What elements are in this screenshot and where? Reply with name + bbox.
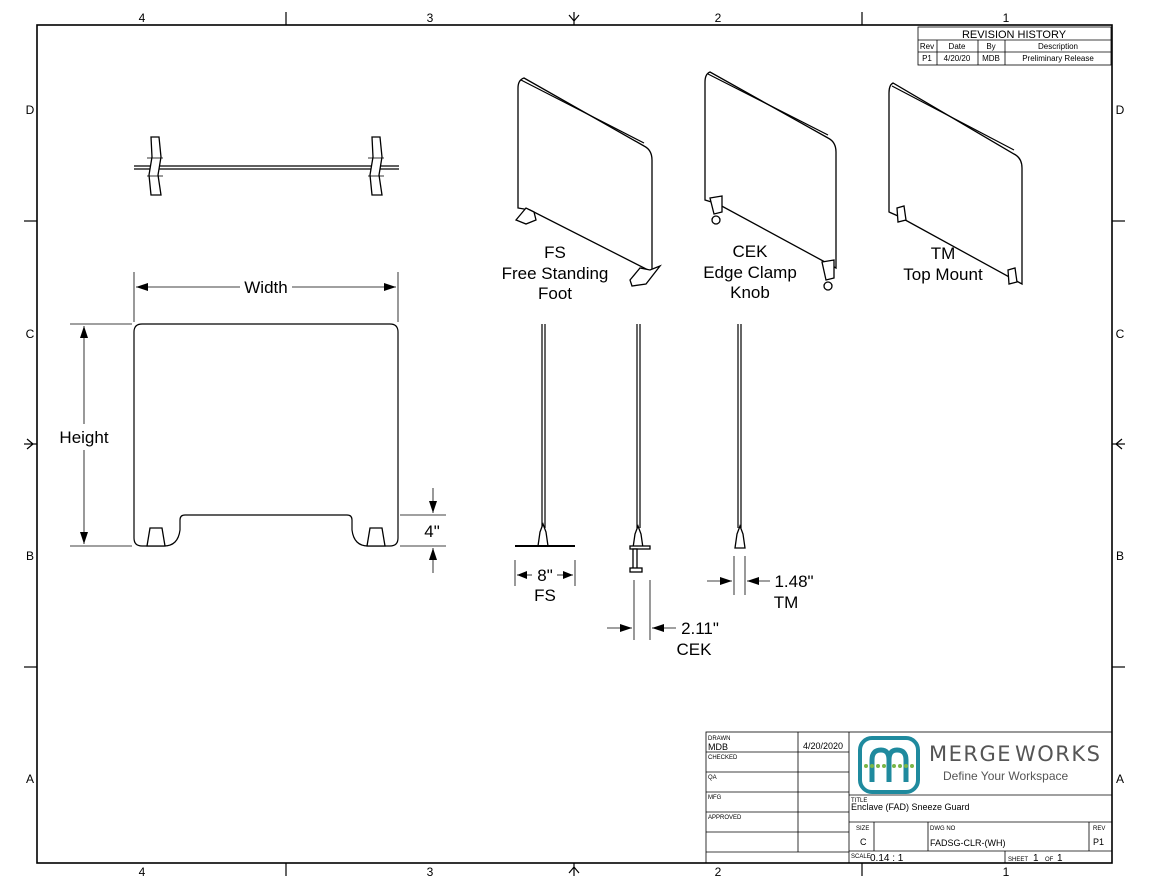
rev-cell-date: 4/20/20 [944, 54, 971, 63]
tm-dimension-value: 1.48" [774, 572, 813, 591]
zone-col-1-bottom: 1 [1003, 865, 1010, 879]
revision-history-table [917, 26, 1112, 66]
rev-header-rev: Rev [920, 42, 934, 51]
height-dimension [70, 323, 132, 547]
rev-value: P1 [1093, 837, 1104, 847]
size-label: SIZE [856, 826, 869, 832]
zone-col-1-top: 1 [1003, 11, 1010, 25]
rev-header-description: Description [1038, 42, 1078, 51]
notch-label: 4" [424, 522, 440, 541]
cek-dimension [607, 580, 676, 640]
top-view-foot-right [369, 136, 383, 196]
fs-dimension-value: 8" [537, 566, 553, 585]
mergeworks-logo-icon [858, 736, 920, 794]
dwg-no-label: DWG NO [930, 826, 956, 832]
front-view-foot-left [146, 527, 166, 547]
title-block-grid [705, 731, 1113, 864]
notch-dimension [400, 488, 446, 573]
zone-row-b-left: B [26, 549, 34, 563]
rev-cell-by: MDB [982, 54, 1000, 63]
zone-row-d-right: D [1116, 103, 1125, 117]
logo-tagline: Define Your Workspace [943, 769, 1069, 783]
logo-name-merge: MERGE [929, 742, 1012, 766]
tm-side-profile [734, 324, 746, 549]
fs-line1: Free Standing [502, 264, 609, 283]
fs-line2: Foot [538, 284, 572, 303]
drawn-date: 4/20/2020 [803, 741, 843, 751]
cek-dimension-value: 2.11" [681, 619, 719, 638]
fs-code: FS [544, 243, 566, 262]
cek-side-profile [629, 324, 651, 573]
cek-line1: Edge Clamp [703, 263, 797, 282]
zone-col-2-top: 2 [715, 11, 722, 25]
top-view [134, 136, 399, 196]
zone-col-4-top: 4 [139, 11, 146, 25]
rev-header-date: Date [949, 42, 966, 51]
cek-dimension-tag: CEK [677, 640, 713, 659]
title-label: TITLE [851, 798, 867, 804]
zone-ticks [24, 12, 1125, 876]
front-view-foot-right [366, 527, 386, 547]
fs-dimension [514, 560, 576, 586]
tm-isometric-view [888, 82, 1023, 286]
sheet-value: 1 [1033, 853, 1039, 864]
rev-cell-rev: P1 [922, 54, 932, 63]
zone-col-4-bottom: 4 [139, 865, 146, 879]
drawing-title: Enclave (FAD) Sneeze Guard [851, 802, 970, 812]
zone-row-b-right: B [1116, 549, 1124, 563]
zone-col-3-top: 3 [427, 11, 434, 25]
scale-label: SCALE [851, 854, 871, 860]
zone-row-d-left: D [26, 103, 35, 117]
dwg-no-value: FADSG-CLR-(WH) [930, 838, 1006, 848]
drawn-by: MDB [708, 742, 728, 752]
height-label: Height [59, 428, 108, 447]
zone-row-c-left: C [26, 327, 35, 341]
drawn-label: DRAWN [708, 736, 730, 742]
front-view [133, 323, 399, 547]
zone-col-2-bottom: 2 [715, 865, 722, 879]
scale-value: 0.14 : 1 [870, 853, 904, 864]
cek-isometric-view [704, 71, 837, 291]
logo-name-works: WORKS [1015, 742, 1102, 766]
checked-label: CHECKED [708, 755, 738, 761]
tm-code: TM [931, 244, 956, 263]
sheet-label: SHEET [1008, 857, 1028, 863]
rev-header-by: By [986, 42, 995, 51]
tm-line1: Top Mount [903, 265, 983, 284]
approved-label: APPROVED [708, 815, 742, 821]
zone-row-c-right: C [1116, 327, 1125, 341]
fs-dimension-tag: FS [534, 586, 556, 605]
sheet-total: 1 [1057, 853, 1063, 864]
cek-line2: Knob [730, 283, 770, 302]
zone-row-a-left: A [26, 772, 34, 786]
qa-label: QA [708, 775, 717, 781]
fs-side-profile [515, 324, 575, 547]
width-dimension [133, 272, 399, 322]
rev-label: REV [1093, 826, 1105, 832]
size-value: C [860, 837, 867, 847]
revision-history-title: REVISION HISTORY [962, 29, 1067, 41]
tm-dimension [707, 556, 770, 595]
mfg-label: MFG [708, 795, 722, 801]
zone-row-a-right: A [1116, 772, 1124, 786]
rev-cell-description: Preliminary Release [1022, 54, 1094, 63]
of-label: OF [1045, 857, 1054, 863]
zone-col-3-bottom: 3 [427, 865, 434, 879]
top-view-foot-left [148, 136, 162, 196]
cek-code: CEK [733, 242, 769, 261]
fs-isometric-view [514, 77, 662, 287]
width-label: Width [244, 278, 287, 297]
tm-dimension-tag: TM [774, 593, 799, 612]
